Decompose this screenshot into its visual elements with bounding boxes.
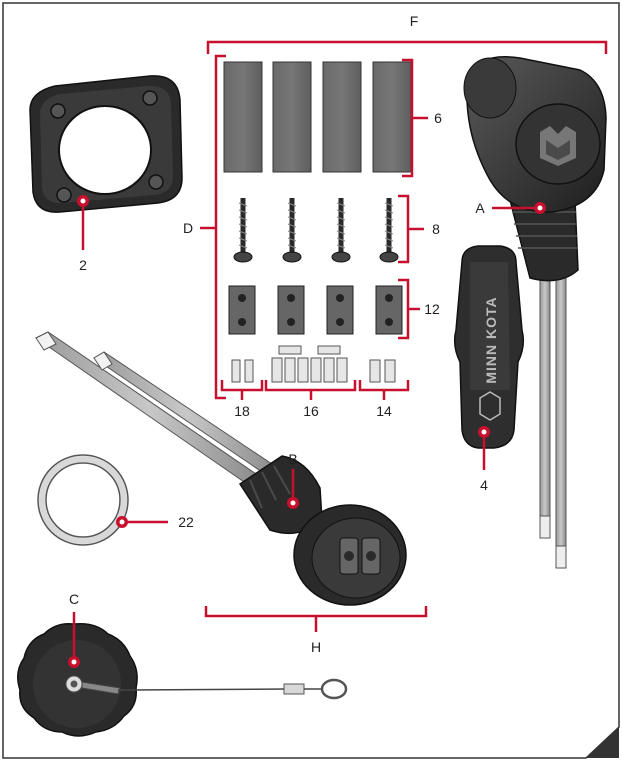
bracket-D: D xyxy=(183,54,226,400)
label-16: 16 xyxy=(303,403,319,419)
o-ring-part-22 xyxy=(37,454,129,546)
terminals-part-14 xyxy=(369,359,396,383)
bracket-16: 16 xyxy=(264,380,357,419)
label-12: 12 xyxy=(424,301,440,317)
bracket-12: 12 xyxy=(398,278,440,340)
callout-2: 2 xyxy=(77,195,89,273)
label-F: F xyxy=(410,13,419,29)
label-6: 6 xyxy=(434,110,442,126)
label-B: B xyxy=(288,451,297,467)
bracket-F: F xyxy=(206,13,608,54)
label-D: D xyxy=(183,220,193,236)
callout-A: A xyxy=(475,200,546,216)
label-C: C xyxy=(69,591,79,607)
socket-assembly-part-B xyxy=(35,331,407,606)
tool-handle-part-4: MINN KOTA xyxy=(453,245,525,449)
page-frame-corner xyxy=(586,727,619,758)
label-4: 4 xyxy=(480,477,488,493)
bracket-H: H xyxy=(204,606,428,655)
terminals-part-18 xyxy=(231,359,254,383)
terminals-part-16 xyxy=(271,345,348,383)
label-22: 22 xyxy=(178,514,194,530)
brand-text: MINN KOTA xyxy=(483,296,499,383)
callout-C: C xyxy=(68,591,80,668)
bracket-14: 14 xyxy=(358,380,410,419)
bracket-8: 8 xyxy=(398,194,440,264)
label-18: 18 xyxy=(234,403,250,419)
callout-22: 22 xyxy=(116,514,194,530)
label-14: 14 xyxy=(376,403,392,419)
plug-assembly-part-A xyxy=(463,56,607,569)
label-2: 2 xyxy=(79,257,87,273)
callout-B: B xyxy=(287,451,299,509)
bracket-18: 18 xyxy=(220,380,264,419)
callout-4: 4 xyxy=(478,426,490,493)
pads-part-6 xyxy=(223,61,412,173)
label-8: 8 xyxy=(432,221,440,237)
cap-part-C xyxy=(17,622,348,737)
label-A: A xyxy=(475,200,485,216)
nut-blocks-part-12 xyxy=(228,285,403,335)
label-H: H xyxy=(311,639,321,655)
bracket-6: 6 xyxy=(402,58,442,178)
mounting-plate-part xyxy=(29,75,183,213)
screws-part-8 xyxy=(233,198,399,263)
brand-logo-icon xyxy=(479,391,501,421)
